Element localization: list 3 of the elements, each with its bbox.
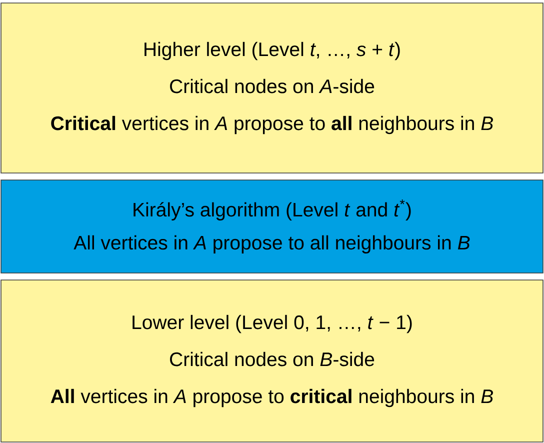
level-box: Higher level (Level t, …, s + t) Critical nodes on A-side Critical vertices in A propose to all neighbours in B	[0, 2, 544, 174]
level-box: Király’s algorithm (Level t and t$^{*}$) All vertices in A propose to all neighbours in B	[0, 180, 544, 274]
level-box: Lower level (Level 0, 1, …, t − 1) Critical nodes on B-side All vertices in A propose to critical neighbours in B	[0, 280, 544, 442]
